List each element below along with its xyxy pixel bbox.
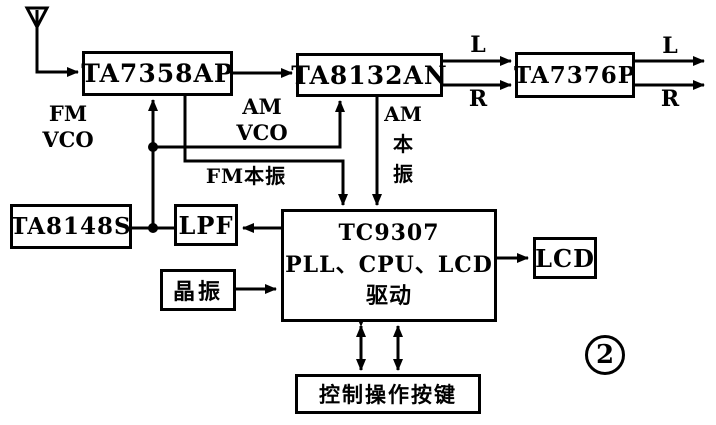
block-ta8148s: TA8148S: [10, 204, 132, 249]
label-r-out-text: R: [660, 86, 680, 112]
label-left-channel-out: L: [658, 33, 682, 61]
block-tc9307-line1: TC9307: [338, 219, 440, 246]
block-control-keys: 控制操作按键: [295, 374, 481, 414]
label-l-in-text: L: [470, 32, 486, 58]
wire-tuning-to-am-vco: [153, 100, 345, 149]
block-ta7358ap: TA7358AP: [81, 51, 234, 96]
label-am-lo-line3: 振: [393, 162, 413, 186]
label-fm-vco-line2: VCO: [42, 127, 94, 153]
figure-number-badge: 2: [585, 335, 625, 375]
label-fm-local-oscillator-text: FM本振: [205, 164, 287, 188]
block-ta7358ap-label: TA7358AP: [81, 59, 234, 88]
label-fm-vco: FM VCO: [28, 101, 108, 154]
wire-fm-lo-to-tc9307: [183, 95, 348, 206]
label-left-channel-in: L: [466, 32, 490, 60]
figure-number-text: 2: [595, 340, 615, 370]
label-right-channel-in: R: [466, 86, 490, 114]
block-crystal-oscillator: 晶振: [160, 269, 236, 311]
label-right-channel-out: R: [658, 86, 682, 114]
junction-dot: [148, 142, 158, 152]
block-ta8148s-label: TA8148S: [10, 213, 132, 240]
wire-antenna-to-ta7358ap: [35, 27, 79, 77]
block-lpf-label: LPF: [178, 210, 234, 240]
label-am-vco: AM VCO: [222, 94, 302, 147]
label-r-in-text: R: [468, 86, 488, 112]
label-am-local-oscillator: AM 本 振: [380, 99, 426, 189]
junction-dot: [148, 223, 158, 233]
junction-dots: [148, 142, 158, 233]
label-am-vco-line1: AM: [242, 94, 282, 119]
block-ta8132an-label: TA8132AN: [291, 60, 448, 90]
block-lcd: LCD: [533, 237, 597, 279]
block-tc9307-line3: 驱动: [365, 283, 412, 310]
block-lcd-label: LCD: [535, 243, 595, 273]
label-l-out-text: L: [662, 33, 678, 59]
block-control-keys-label: 控制操作按键: [319, 382, 457, 407]
block-ta8132an: TA8132AN: [291, 53, 447, 97]
block-tc9307: TC9307 PLL、CPU、LCD 驱动: [281, 209, 497, 322]
label-fm-vco-line1: FM: [48, 101, 88, 126]
label-fm-local-oscillator: FM本振: [198, 164, 294, 189]
block-lpf: LPF: [174, 204, 238, 246]
label-am-lo-line2: 本: [393, 132, 413, 156]
antenna-icon: [24, 6, 50, 31]
block-tc9307-line2: PLL、CPU、LCD: [285, 251, 493, 278]
block-crystal-label: 晶振: [172, 279, 223, 305]
label-am-vco-line2: VCO: [236, 120, 288, 146]
label-am-lo-line1: AM: [384, 102, 422, 126]
block-ta7376p-label: TA7376P: [514, 61, 637, 89]
block-ta7376p: TA7376P: [514, 52, 637, 98]
